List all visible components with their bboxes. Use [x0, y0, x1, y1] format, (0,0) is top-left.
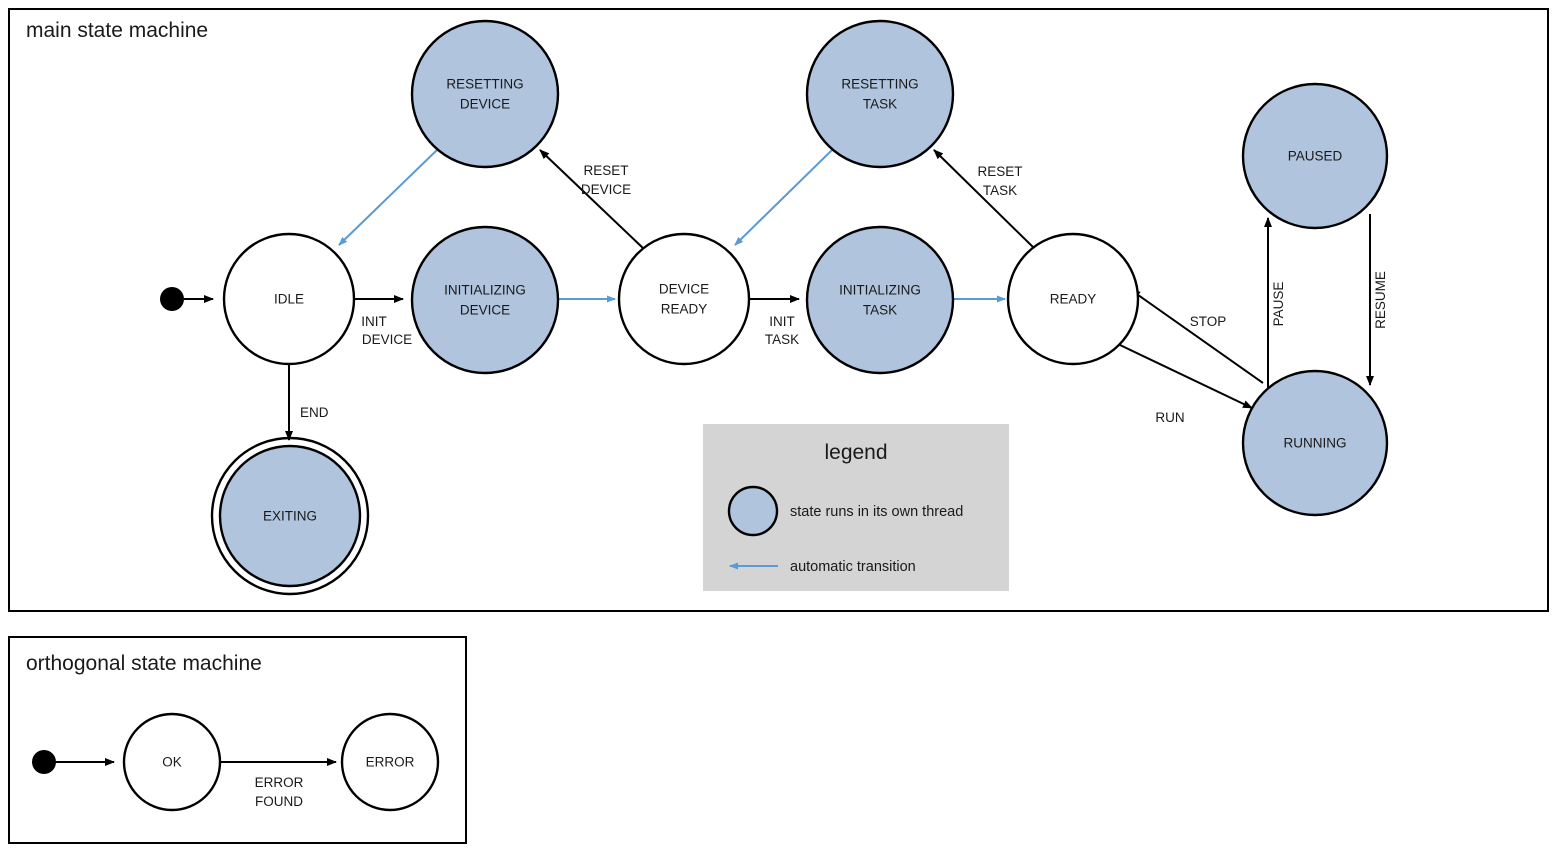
state-error-shape[interactable]	[340, 712, 440, 812]
thread-state-swatch-icon	[727, 485, 779, 537]
state-initializing-task-label-line1: INITIALIZING	[839, 283, 921, 298]
label-reset-task-line2: TASK	[983, 183, 1017, 198]
state-initializing-device-label-line2: DEVICE	[460, 303, 510, 318]
label-init-device-line2: DEVICE	[362, 332, 412, 347]
state-paused[interactable]: PAUSED	[1241, 82, 1389, 230]
state-error[interactable]: ERROR	[340, 712, 440, 812]
state-resetting-task-shape[interactable]	[805, 19, 955, 169]
label-reset-task-line1: RESET	[977, 164, 1022, 179]
label-resume: RESUME	[1373, 271, 1388, 329]
state-device-ready-shape[interactable]	[617, 232, 751, 366]
legend-item-automatic-transition-label: automatic transition	[790, 559, 916, 575]
transition-running-to-ready	[1130, 289, 1264, 384]
state-initializing-task[interactable]: INITIALIZING TASK	[805, 225, 955, 375]
state-exiting[interactable]: EXITING	[210, 436, 370, 596]
state-running[interactable]: RUNNING	[1241, 369, 1389, 517]
legend: legend state runs in its own thread auto…	[703, 424, 1009, 591]
state-running-label: RUNNING	[1284, 436, 1347, 451]
state-idle[interactable]: IDLE	[222, 232, 356, 366]
label-reset-device-line2: DEVICE	[581, 182, 631, 197]
state-resetting-task[interactable]: RESETTING TASK	[805, 19, 955, 169]
state-initializing-device[interactable]: INITIALIZING DEVICE	[410, 225, 560, 375]
label-init-device-line1: INIT	[361, 314, 387, 329]
state-paused-label: PAUSED	[1288, 149, 1343, 164]
initial-pseudostate-main	[160, 287, 184, 311]
state-resetting-device-shape[interactable]	[410, 19, 560, 169]
label-reset-device-line1: RESET	[583, 163, 628, 178]
label-pause: PAUSE	[1271, 282, 1286, 327]
legend-item-thread-state-label: state runs in its own thread	[790, 504, 963, 520]
transition-resetting-task-to-device-ready	[734, 149, 833, 246]
legend-title: legend	[824, 441, 887, 464]
state-device-ready-label-line1: DEVICE	[659, 282, 709, 297]
state-error-label: ERROR	[366, 755, 415, 770]
state-exiting-outer-ring	[210, 436, 370, 596]
state-exiting-label: EXITING	[263, 509, 317, 524]
orthogonal-frame-title: orthogonal state machine	[26, 652, 262, 675]
main-frame-title: main state machine	[26, 19, 208, 42]
state-ok-label: OK	[162, 755, 182, 770]
initial-pseudostate-orthogonal	[32, 750, 56, 774]
state-ok-shape[interactable]	[122, 712, 222, 812]
state-idle-shape[interactable]	[222, 232, 356, 366]
state-initializing-task-shape[interactable]	[805, 225, 955, 375]
label-run: RUN	[1155, 410, 1184, 425]
label-init-task-line1: INIT	[769, 314, 795, 329]
state-idle-label: IDLE	[274, 292, 304, 307]
state-paused-shape[interactable]	[1241, 82, 1389, 230]
state-initializing-device-shape[interactable]	[410, 225, 560, 375]
state-initializing-task-label-line2: TASK	[863, 303, 897, 318]
state-device-ready-label-line2: READY	[661, 302, 708, 317]
state-ready[interactable]: READY	[1006, 232, 1140, 366]
transition-device-ready-to-resetting-device	[539, 149, 645, 250]
state-resetting-task-label-line1: RESETTING	[841, 77, 918, 92]
state-ok[interactable]: OK	[122, 712, 222, 812]
state-resetting-device[interactable]: RESETTING DEVICE	[410, 19, 560, 169]
label-error-found-line2: FOUND	[255, 794, 303, 809]
transition-ready-to-running	[1119, 344, 1253, 409]
label-stop: STOP	[1190, 314, 1227, 329]
transition-resetting-device-to-idle	[338, 149, 438, 246]
state-resetting-device-label-line2: DEVICE	[460, 97, 510, 112]
label-error-found-line1: ERROR	[255, 775, 304, 790]
state-device-ready[interactable]: DEVICE READY	[617, 232, 751, 366]
state-ready-shape[interactable]	[1006, 232, 1140, 366]
state-resetting-task-label-line2: TASK	[863, 97, 897, 112]
state-resetting-device-label-line1: RESETTING	[446, 77, 523, 92]
state-exiting-shape[interactable]	[218, 444, 362, 588]
legend-item-automatic-transition: automatic transition	[729, 559, 916, 575]
state-ready-label: READY	[1050, 292, 1097, 307]
state-running-shape[interactable]	[1241, 369, 1389, 517]
label-init-task-line2: TASK	[765, 332, 799, 347]
label-end: END	[300, 405, 329, 420]
state-initializing-device-label-line1: INITIALIZING	[444, 283, 526, 298]
transition-ready-to-resetting-task	[933, 149, 1036, 250]
legend-item-thread-state: state runs in its own thread	[727, 485, 963, 537]
